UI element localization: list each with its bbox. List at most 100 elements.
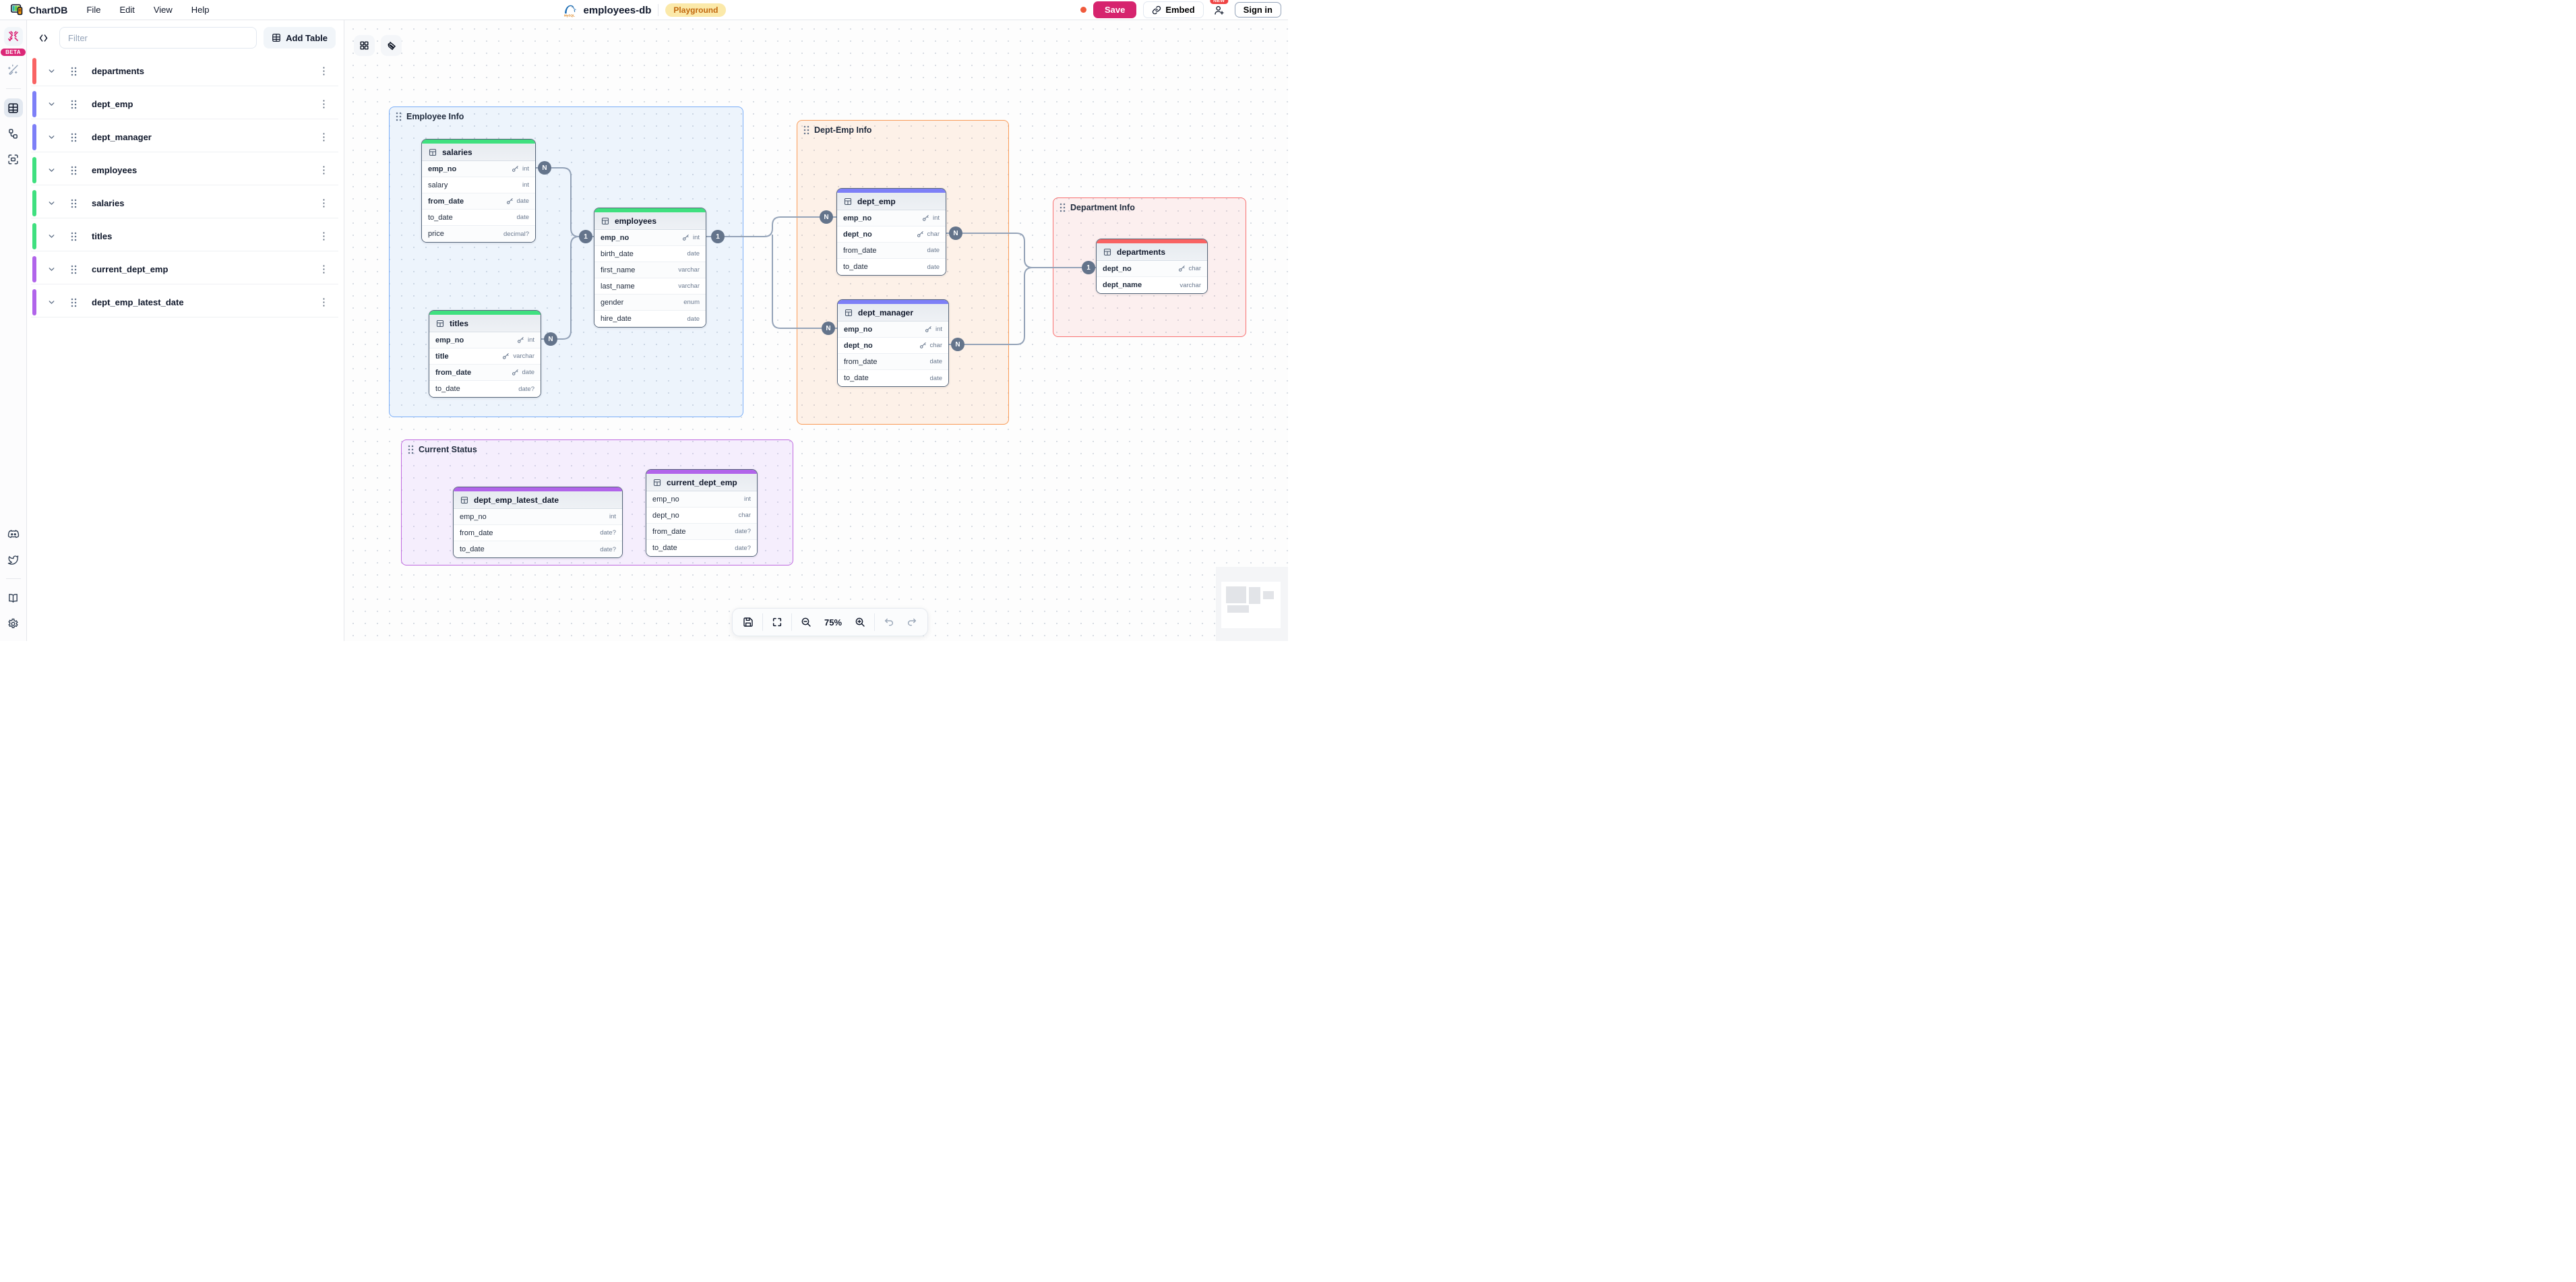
menu-edit[interactable]: Edit (119, 5, 135, 15)
diagram-table-current_dept_emp[interactable]: current_dept_emp emp_no int dept_no char… (646, 469, 758, 557)
field-current_dept_emp-to_date[interactable]: to_date date? (646, 540, 757, 556)
invite-user-button[interactable]: NEW (1210, 0, 1229, 19)
snap-magnet-button[interactable] (381, 35, 402, 56)
save-button[interactable]: Save (1093, 1, 1137, 18)
fit-view-button[interactable] (766, 611, 789, 634)
minimap[interactable] (1216, 567, 1288, 641)
table-list-item-titles[interactable]: titles⋮ (31, 222, 338, 251)
table-header[interactable]: dept_manager (838, 304, 948, 322)
table-menu-button[interactable]: ⋮ (319, 197, 329, 209)
table-list-item-dept_emp[interactable]: dept_emp⋮ (31, 90, 338, 119)
diagram-table-salaries[interactable]: salaries emp_no int salary int from_date… (421, 139, 536, 243)
area-label[interactable]: Department Info (1060, 203, 1135, 212)
database-name[interactable]: employees-db (583, 4, 652, 16)
field-employees-gender[interactable]: gender enum (594, 295, 706, 311)
field-titles-from_date[interactable]: from_date date (429, 365, 541, 381)
expand-table-button[interactable] (47, 298, 56, 307)
field-dept_emp_latest_date-emp_no[interactable]: emp_no int (454, 509, 622, 525)
table-header[interactable]: current_dept_emp (646, 474, 757, 491)
diagram-table-dept_manager[interactable]: dept_manager emp_no int dept_no char fro… (837, 299, 949, 387)
field-dept_manager-dept_no[interactable]: dept_no char (838, 338, 948, 354)
sidebar-item-tables[interactable] (3, 98, 23, 117)
zoom-out-button[interactable] (795, 611, 818, 634)
expand-table-button[interactable] (47, 199, 56, 208)
table-header[interactable]: dept_emp (837, 193, 946, 210)
field-employees-hire_date[interactable]: hire_date date (594, 311, 706, 327)
drag-handle[interactable] (71, 166, 77, 175)
sidebar-item-twitter[interactable] (4, 550, 23, 569)
show-all-button[interactable] (354, 35, 375, 56)
expand-table-button[interactable] (47, 166, 56, 175)
field-salaries-price[interactable]: price decimal? (422, 226, 535, 242)
table-menu-button[interactable]: ⋮ (319, 65, 329, 77)
field-dept_manager-from_date[interactable]: from_date date (838, 354, 948, 370)
table-menu-button[interactable]: ⋮ (319, 264, 329, 275)
table-list-item-current_dept_emp[interactable]: current_dept_emp⋮ (31, 255, 338, 284)
diagram-table-dept_emp_latest_date[interactable]: dept_emp_latest_date emp_no int from_dat… (453, 487, 623, 558)
field-employees-birth_date[interactable]: birth_date date (594, 246, 706, 262)
field-titles-to_date[interactable]: to_date date? (429, 381, 541, 397)
embed-button[interactable]: Embed (1143, 1, 1204, 18)
table-menu-button[interactable]: ⋮ (319, 164, 329, 176)
expand-table-button[interactable] (47, 133, 56, 142)
drag-handle[interactable] (71, 67, 77, 76)
field-titles-emp_no[interactable]: emp_no int (429, 332, 541, 348)
sidebar-item-editor[interactable] (3, 27, 23, 46)
field-employees-emp_no[interactable]: emp_no int (594, 230, 706, 246)
field-dept_emp-emp_no[interactable]: emp_no int (837, 210, 946, 226)
field-current_dept_emp-dept_no[interactable]: dept_no char (646, 508, 757, 524)
sign-in-button[interactable]: Sign in (1234, 2, 1281, 18)
table-list-item-salaries[interactable]: salaries⋮ (31, 189, 338, 218)
table-header[interactable]: salaries (422, 144, 535, 161)
filter-input[interactable] (59, 27, 257, 49)
zoom-level[interactable]: 75% (824, 617, 842, 628)
save-diagram-button[interactable] (737, 611, 760, 634)
table-list-item-dept_manager[interactable]: dept_manager⋮ (31, 123, 338, 152)
table-header[interactable]: departments (1097, 243, 1207, 261)
sidebar-item-discord[interactable] (4, 524, 23, 543)
table-menu-button[interactable]: ⋮ (319, 297, 329, 308)
field-dept_emp_latest_date-to_date[interactable]: to_date date? (454, 541, 622, 557)
field-dept_emp-dept_no[interactable]: dept_no char (837, 226, 946, 243)
table-list-item-employees[interactable]: employees⋮ (31, 156, 338, 185)
field-dept_manager-to_date[interactable]: to_date date (838, 370, 948, 386)
diagram-canvas[interactable]: Employee Info Dept-Emp Info Department I… (344, 20, 1288, 641)
field-titles-title[interactable]: title varchar (429, 348, 541, 365)
field-dept_emp_latest_date-from_date[interactable]: from_date date? (454, 525, 622, 541)
drag-handle[interactable] (71, 298, 77, 307)
diagram-table-dept_emp[interactable]: dept_emp emp_no int dept_no char from_da… (836, 188, 946, 276)
field-departments-dept_name[interactable]: dept_name varchar (1097, 277, 1207, 293)
area-label[interactable]: Current Status (408, 445, 477, 454)
redo-button[interactable] (900, 611, 923, 634)
sidebar-item-magic-wand[interactable] (4, 60, 23, 79)
field-dept_emp-from_date[interactable]: from_date date (837, 243, 946, 259)
drag-handle[interactable] (71, 100, 77, 109)
field-salaries-emp_no[interactable]: emp_no int (422, 161, 535, 177)
expand-table-button[interactable] (47, 67, 56, 75)
table-list-item-departments[interactable]: departments⋮ (31, 57, 338, 86)
menu-file[interactable]: File (86, 5, 101, 15)
zoom-in-button[interactable] (849, 611, 871, 634)
drag-handle[interactable] (71, 232, 77, 241)
field-current_dept_emp-emp_no[interactable]: emp_no int (646, 491, 757, 508)
table-header[interactable]: employees (594, 212, 706, 230)
field-employees-first_name[interactable]: first_name varchar (594, 262, 706, 278)
field-salaries-from_date[interactable]: from_date date (422, 193, 535, 210)
table-menu-button[interactable]: ⋮ (319, 231, 329, 242)
undo-button[interactable] (878, 611, 900, 634)
expand-table-button[interactable] (47, 100, 56, 109)
sidebar-item-relationships[interactable] (4, 124, 23, 143)
view-code-button[interactable] (34, 28, 53, 47)
field-salaries-salary[interactable]: salary int (422, 177, 535, 193)
table-list-item-dept_emp_latest_date[interactable]: dept_emp_latest_date⋮ (31, 288, 338, 317)
diagram-table-titles[interactable]: titles emp_no int title varchar from_dat… (429, 310, 541, 398)
sidebar-item-dependencies[interactable] (4, 150, 23, 169)
sidebar-item-settings[interactable] (4, 614, 23, 633)
expand-table-button[interactable] (47, 265, 56, 274)
sidebar-item-docs[interactable] (4, 588, 23, 607)
area-label[interactable]: Dept-Emp Info (803, 125, 871, 135)
table-menu-button[interactable]: ⋮ (319, 98, 329, 110)
field-departments-dept_no[interactable]: dept_no char (1097, 261, 1207, 277)
field-employees-last_name[interactable]: last_name varchar (594, 278, 706, 295)
field-salaries-to_date[interactable]: to_date date (422, 210, 535, 226)
